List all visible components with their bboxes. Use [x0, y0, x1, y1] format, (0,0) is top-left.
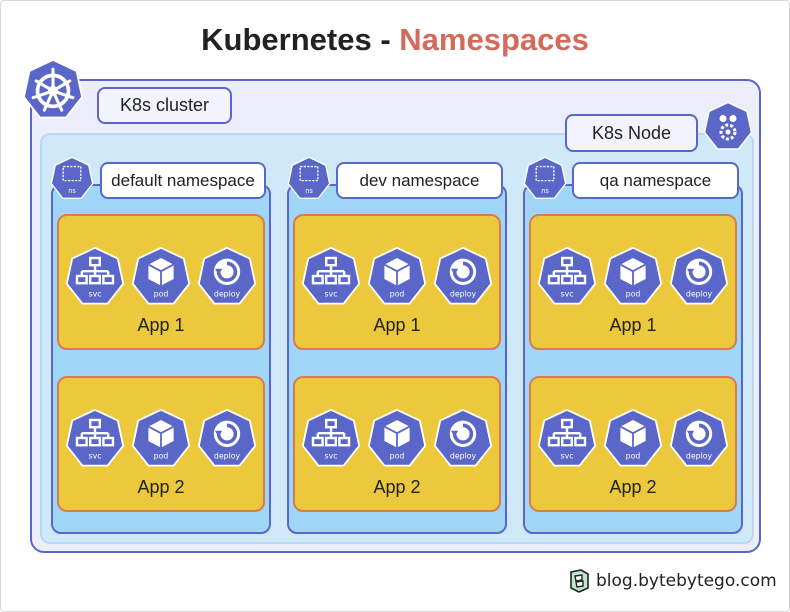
- namespace-label: qa namespace: [572, 162, 739, 199]
- footer-url: blog.bytebytego.com: [596, 571, 777, 591]
- svg-text:deploy: deploy: [450, 289, 477, 298]
- svg-text:pod: pod: [390, 289, 405, 298]
- app-label: App 2: [373, 477, 421, 497]
- svg-text:svc: svc: [325, 451, 338, 460]
- svg-text:pod: pod: [626, 451, 641, 460]
- svg-text:deploy: deploy: [450, 451, 477, 460]
- app-label: App 2: [137, 477, 185, 497]
- node-label: K8s Node: [565, 114, 698, 152]
- svg-text:svc: svc: [89, 289, 102, 298]
- svc-icon: svc: [537, 408, 597, 468]
- deploy-icon: deploy: [197, 246, 257, 306]
- namespace-label: default namespace: [100, 162, 266, 199]
- namespace-label: dev namespace: [336, 162, 503, 199]
- app-label: App 1: [373, 315, 421, 335]
- pod-icon: pod: [603, 246, 663, 306]
- svg-text:ns: ns: [541, 187, 549, 195]
- ns-badge-icon: ns: [287, 156, 331, 200]
- svg-text:svc: svc: [561, 289, 574, 298]
- app-label: App 2: [609, 477, 657, 497]
- svg-text:svc: svc: [89, 451, 102, 460]
- deploy-icon: deploy: [669, 246, 729, 306]
- helm-wheel-icon: [22, 58, 84, 120]
- app-card: svc pod deploy App 2: [529, 376, 737, 512]
- pod-icon: pod: [131, 408, 191, 468]
- svg-text:deploy: deploy: [214, 451, 241, 460]
- svg-text:ns: ns: [305, 187, 313, 195]
- ns-badge-icon: ns: [523, 156, 567, 200]
- svg-text:ns: ns: [68, 187, 76, 195]
- deploy-icon: deploy: [433, 408, 493, 468]
- svg-text:pod: pod: [154, 289, 169, 298]
- svg-text:deploy: deploy: [686, 451, 713, 460]
- pod-icon: pod: [367, 246, 427, 306]
- svg-text:pod: pod: [626, 289, 641, 298]
- svc-icon: svc: [65, 408, 125, 468]
- ns-badge-icon: ns: [50, 156, 94, 200]
- app-card: svc pod deploy App 1: [293, 214, 501, 350]
- cluster-label: K8s cluster: [97, 87, 232, 124]
- node-gear-icon: [703, 101, 753, 151]
- app-label: App 1: [609, 315, 657, 335]
- pod-icon: pod: [603, 408, 663, 468]
- svg-text:pod: pod: [154, 451, 169, 460]
- svg-text:svc: svc: [561, 451, 574, 460]
- svg-text:pod: pod: [390, 451, 405, 460]
- app-card: svc pod deploy App 2: [57, 376, 265, 512]
- svg-text:deploy: deploy: [214, 289, 241, 298]
- svg-text:svc: svc: [325, 289, 338, 298]
- namespace-default: svc pod deploy App 1 svc pod deploy App …: [51, 184, 271, 534]
- deploy-icon: deploy: [433, 246, 493, 306]
- namespace-dev: svc pod deploy App 1 svc pod deploy App …: [287, 184, 507, 534]
- svc-icon: svc: [537, 246, 597, 306]
- app-card: svc pod deploy App 1: [529, 214, 737, 350]
- app-label: App 1: [137, 315, 185, 335]
- app-card: svc pod deploy App 2: [293, 376, 501, 512]
- app-card: svc pod deploy App 1: [57, 214, 265, 350]
- svc-icon: svc: [301, 246, 361, 306]
- svc-icon: svc: [301, 408, 361, 468]
- pod-icon: pod: [367, 408, 427, 468]
- namespace-qa: svc pod deploy App 1 svc pod deploy App …: [523, 184, 743, 534]
- svc-icon: svc: [65, 246, 125, 306]
- svg-text:deploy: deploy: [686, 289, 713, 298]
- footer: blog.bytebytego.com: [568, 569, 777, 593]
- bytebytego-logo-icon: [568, 569, 590, 593]
- deploy-icon: deploy: [669, 408, 729, 468]
- title-accent: Namespaces: [399, 22, 589, 57]
- deploy-icon: deploy: [197, 408, 257, 468]
- title-prefix: Kubernetes -: [201, 22, 391, 57]
- pod-icon: pod: [131, 246, 191, 306]
- page-title: Kubernetes - Namespaces: [0, 22, 790, 58]
